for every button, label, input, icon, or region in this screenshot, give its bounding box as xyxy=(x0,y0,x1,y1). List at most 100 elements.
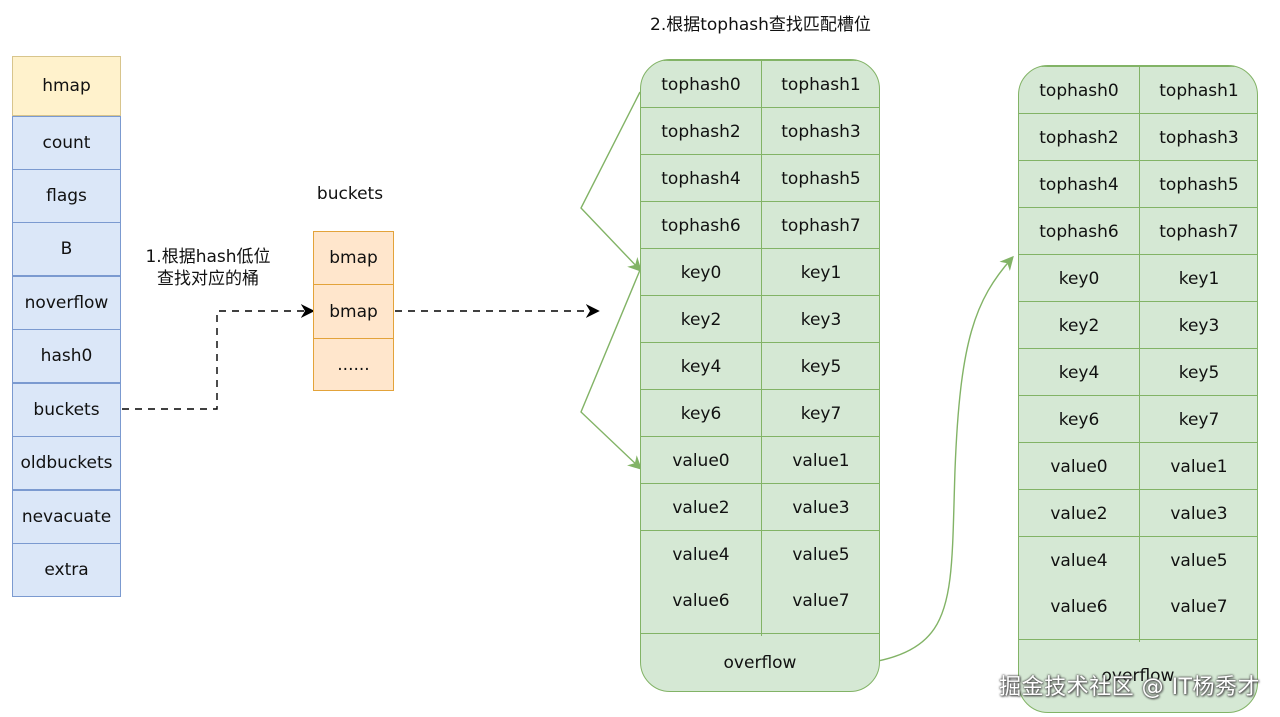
step1-label-line2: 查找对应的桶 xyxy=(157,269,259,289)
table-cell: key7 xyxy=(800,403,842,424)
table-row: key2 key3 xyxy=(641,295,879,343)
bucket-item: bmap xyxy=(313,231,394,285)
table-cell: tophash4 xyxy=(661,168,741,189)
table-cell: tophash4 xyxy=(1039,174,1119,195)
bucket-item: ...... xyxy=(313,338,394,391)
table-row: key2 key3 xyxy=(1019,301,1257,349)
table-cell: key3 xyxy=(1178,315,1220,336)
table-cell: value7 xyxy=(792,590,850,611)
table-cell: tophash1 xyxy=(1159,80,1239,101)
table-row: key4 key5 xyxy=(641,342,879,390)
table-cell: value6 xyxy=(672,590,730,611)
table-cell: value0 xyxy=(1050,456,1108,477)
table-row: tophash2 tophash3 xyxy=(641,107,879,155)
table-row: tophash4 tophash5 xyxy=(641,154,879,202)
step2-label: 2.根据tophash查找匹配槽位 xyxy=(650,15,871,35)
table-cell: key2 xyxy=(680,309,722,330)
table-cell: key0 xyxy=(1058,268,1100,289)
hmap-title: hmap xyxy=(12,56,121,116)
hmap-field-b: B xyxy=(12,222,121,276)
table-cell: tophash0 xyxy=(1039,80,1119,101)
table-row: key0 key1 xyxy=(1019,254,1257,302)
hmap-field-buckets: buckets xyxy=(12,383,121,437)
table-cell: value2 xyxy=(1050,503,1108,524)
table-row: tophash0 tophash1 xyxy=(1019,66,1257,114)
table-cell: key6 xyxy=(1058,409,1100,430)
bmap-main-overflow: overflow xyxy=(641,633,879,691)
table-cell: tophash1 xyxy=(781,74,861,95)
table-row: tophash0 tophash1 xyxy=(641,60,879,108)
table-cell: tophash0 xyxy=(661,74,741,95)
table-cell: tophash7 xyxy=(1159,221,1239,242)
column-divider xyxy=(1139,66,1140,642)
table-row: value6 value7 xyxy=(641,577,879,624)
table-cell: value1 xyxy=(792,450,850,471)
hmap-field-extra: extra xyxy=(12,543,121,597)
table-cell: value6 xyxy=(1050,596,1108,617)
table-cell: key2 xyxy=(1058,315,1100,336)
buckets-to-bmap-arrow xyxy=(122,304,315,410)
table-cell: key4 xyxy=(680,356,722,377)
table-cell: value2 xyxy=(672,497,730,518)
table-cell: value3 xyxy=(792,497,850,518)
table-cell: key3 xyxy=(800,309,842,330)
table-row: value2 value3 xyxy=(1019,489,1257,537)
table-row: value0 value1 xyxy=(1019,442,1257,490)
table-cell: tophash6 xyxy=(1039,221,1119,242)
table-row: value2 value3 xyxy=(641,483,879,531)
key-to-value-arrow xyxy=(580,269,643,470)
tophash-to-key-arrow xyxy=(580,91,642,273)
table-row: key4 key5 xyxy=(1019,348,1257,396)
table-row: value4 value5 xyxy=(641,530,879,578)
hmap-field-hash0: hash0 xyxy=(12,329,121,383)
table-cell: value4 xyxy=(672,544,730,565)
table-row: tophash6 tophash7 xyxy=(1019,207,1257,255)
table-cell: key6 xyxy=(680,403,722,424)
table-cell: value1 xyxy=(1170,456,1228,477)
table-cell: tophash5 xyxy=(1159,174,1239,195)
table-row: value4 value5 xyxy=(1019,536,1257,584)
step1-label: 1.根据hash低位 查找对应的桶 xyxy=(138,246,278,290)
hmap-field-count: count xyxy=(12,116,121,170)
table-row: tophash4 tophash5 xyxy=(1019,160,1257,208)
table-row: value6 value7 xyxy=(1019,583,1257,630)
table-row: value0 value1 xyxy=(641,436,879,484)
table-cell: key5 xyxy=(1178,362,1220,383)
table-cell: tophash2 xyxy=(1039,127,1119,148)
table-cell: key1 xyxy=(800,262,842,283)
table-cell: value3 xyxy=(1170,503,1228,524)
table-cell: key1 xyxy=(1178,268,1220,289)
table-cell: value5 xyxy=(792,544,850,565)
table-cell: value0 xyxy=(672,450,730,471)
table-row: key6 key7 xyxy=(641,389,879,437)
table-cell: tophash2 xyxy=(661,121,741,142)
hmap-field-oldbuckets: oldbuckets xyxy=(12,436,121,490)
table-cell: tophash7 xyxy=(781,215,861,236)
hmap-field-nevacuate: nevacuate xyxy=(12,490,121,544)
column-divider xyxy=(761,60,762,636)
watermark: 掘金技术社区 @ IT杨秀才 xyxy=(999,675,1260,700)
hmap-field-flags: flags xyxy=(12,169,121,223)
table-row: tophash6 tophash7 xyxy=(641,201,879,249)
table-cell: tophash3 xyxy=(781,121,861,142)
table-cell: key4 xyxy=(1058,362,1100,383)
hmap-field-noverflow: noverflow xyxy=(12,276,121,330)
table-cell: value7 xyxy=(1170,596,1228,617)
bucket-item: bmap xyxy=(313,284,394,339)
bmap-overflow-overflow: overflow xyxy=(1019,639,1257,712)
step1-label-line1: 1.根据hash低位 xyxy=(145,247,271,267)
buckets-title: buckets xyxy=(316,184,384,204)
table-cell: tophash5 xyxy=(781,168,861,189)
table-cell: tophash6 xyxy=(661,215,741,236)
table-cell: value5 xyxy=(1170,550,1228,571)
overflow-pointer-arrow xyxy=(819,255,1014,669)
table-cell: key0 xyxy=(680,262,722,283)
table-cell: value4 xyxy=(1050,550,1108,571)
table-cell: key5 xyxy=(800,356,842,377)
table-row: key0 key1 xyxy=(641,248,879,296)
